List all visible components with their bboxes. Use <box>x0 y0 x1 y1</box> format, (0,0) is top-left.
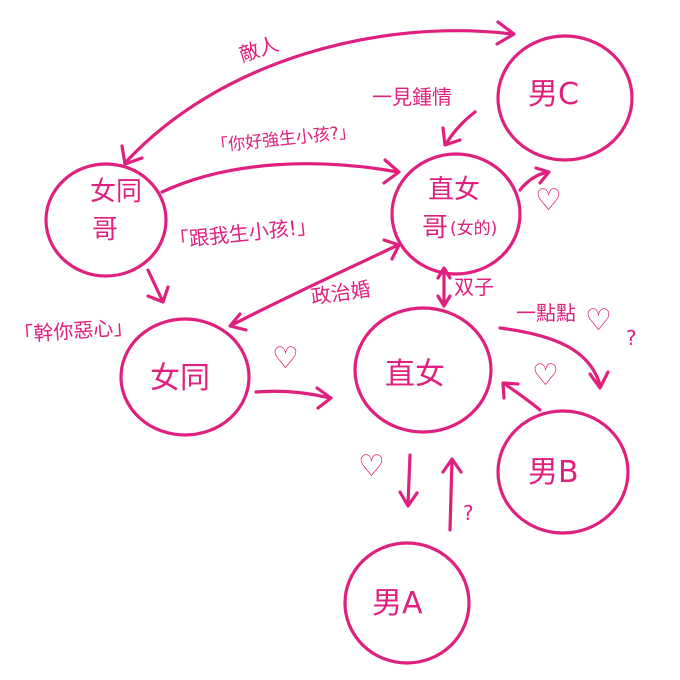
edge-label-question-top: ? <box>626 326 637 350</box>
edge-political-marriage-arrowhead-left <box>228 312 248 332</box>
node-label-straight-female-brother-suffix: (女的) <box>450 219 497 239</box>
edge-gross-line <box>146 268 164 302</box>
edge-enemy-arrowhead-right <box>495 20 516 46</box>
node-circle-lesbian <box>119 317 251 437</box>
edge-label-want-kid: 「你好強生小孩?」 <box>210 122 356 157</box>
node-label-female-gay-brother-line1: 女同 <box>90 177 142 207</box>
edge-label-question-bottom: ? <box>463 501 474 525</box>
edge-want-kid-line <box>160 162 400 194</box>
edge-lesbian-straight-line <box>254 389 332 400</box>
edge-straight-malea-line <box>406 453 412 507</box>
node-label-straight-female-brother-line1: 直女 <box>428 175 480 205</box>
edge-malea-straight-arrowhead <box>441 457 463 474</box>
edge-political-marriage-arrowhead-right <box>382 238 401 261</box>
edge-twins-arrowhead-bottom <box>436 294 452 308</box>
edge-enemy-arrowhead-left <box>120 144 144 166</box>
edge-lesbian-straight-arrowhead <box>315 386 333 410</box>
edge-love-first-sight-arrowhead <box>441 126 462 147</box>
edge-label-have-my-kid: 「跟我生小孩!」 <box>168 214 318 253</box>
edge-brother-heart-line <box>518 170 550 192</box>
edge-political-marriage-line <box>230 243 400 327</box>
heart-icon: ♡ <box>272 341 299 376</box>
node-circle-male-a <box>343 541 471 665</box>
node-label-male-c: 男C <box>528 77 579 112</box>
heart-icon: ♡ <box>535 183 562 218</box>
edge-enemy-arc <box>123 29 514 165</box>
node-label-male-a: 男A <box>372 586 423 621</box>
edge-label-twins: 双子 <box>454 275 494 299</box>
node-circle-male-b <box>496 409 630 535</box>
node-circle-male-c <box>496 34 634 162</box>
edge-a-little-arrowhead <box>588 370 610 390</box>
edge-twins-arrowhead-top <box>436 266 452 280</box>
node-circle-straight-female <box>353 306 493 434</box>
node-label-lesbian: 女同 <box>150 361 210 396</box>
edge-label-love-first-sight: 一見鍾情 <box>372 85 452 109</box>
edge-want-kid-arrowhead <box>382 158 401 185</box>
edge-maleb-straight-arrowhead <box>501 381 520 400</box>
edge-label-gross: 「幹你惡心」 <box>13 315 134 347</box>
edge-label-a-little: 一點點 <box>516 301 576 325</box>
edge-a-little-line <box>498 326 602 387</box>
node-label-male-b: 男B <box>528 455 579 490</box>
edge-straight-malea-arrowhead <box>398 490 419 508</box>
heart-icon: ♡ <box>358 449 385 484</box>
node-label-straight-female-brother-line2: 哥 <box>422 213 448 243</box>
node-label-straight-female: 直女 <box>385 357 445 392</box>
node-circle-female-gay-brother <box>44 162 168 278</box>
heart-icon: ♡ <box>585 303 612 338</box>
edge-love-first-sight-line <box>444 110 477 146</box>
node-label-female-gay-brother-line2: 哥 <box>92 215 118 245</box>
edge-brother-heart-arrowhead <box>534 166 551 185</box>
heart-icon: ♡ <box>532 358 559 393</box>
node-circle-straight-female-brother <box>390 152 522 276</box>
edge-malea-straight-line <box>448 458 454 532</box>
edge-gross-arrowhead <box>146 285 170 304</box>
edge-label-enemy: 敵人 <box>236 32 281 67</box>
edge-maleb-straight-line <box>503 382 542 412</box>
